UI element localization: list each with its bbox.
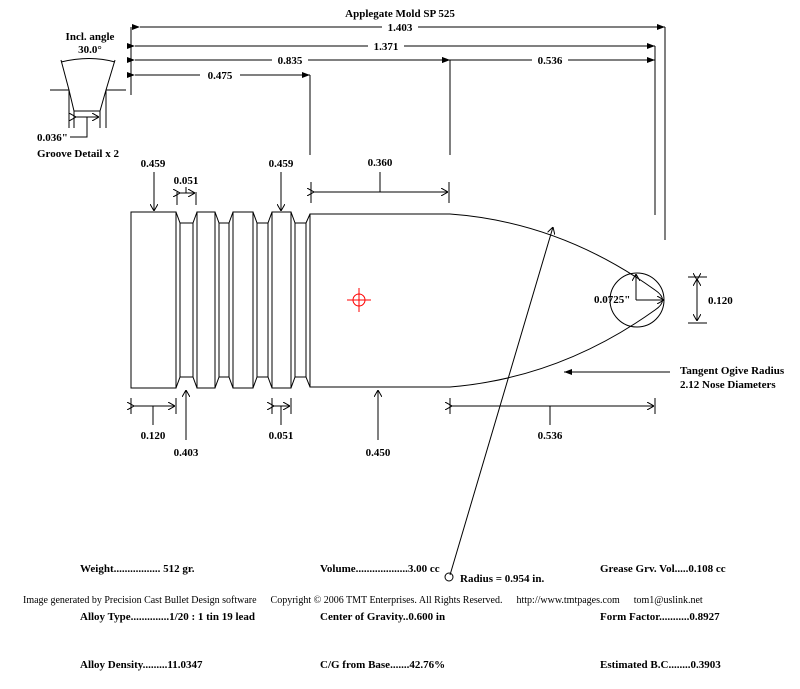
dim-nose-length-bottom: 0.536 <box>538 430 563 442</box>
stats-left: Weight................. 512 gr. Alloy Ty… <box>80 529 255 689</box>
center-of-gravity-crosshair <box>347 288 371 312</box>
stat-center-of-gravity: Center of Gravity..0.600 in <box>320 609 445 625</box>
drawing-title: Applegate Mold SP 525 <box>345 8 455 20</box>
stat-value: 11.0347 <box>167 659 203 671</box>
stat-value: 512 gr. <box>160 563 195 575</box>
stat-cg-from-base: C/G from Base.......42.76% <box>320 657 445 673</box>
stat-label: Estimated B.C........ <box>600 659 691 671</box>
stat-label: Grease Grv. Vol..... <box>600 563 689 575</box>
stat-grease-groove-volume: Grease Grv. Vol.....0.108 cc <box>600 561 726 577</box>
stats-middle: Volume...................3.00 cc Center … <box>320 529 445 689</box>
stat-label: Form Factor........... <box>600 611 690 623</box>
groove-width-label: 0.036" <box>37 132 68 144</box>
ogive-annotation: Tangent Ogive Radius 2.12 Nose Diameters… <box>444 227 785 585</box>
stat-value: 0.600 in <box>408 611 446 623</box>
groove-detail: Incl. angle 30.0° 0.036" Groove Detail x… <box>37 31 126 160</box>
ogive-label-line2: 2.12 Nose Diameters <box>680 379 776 391</box>
dim-0475: 0.475 <box>208 70 233 82</box>
dim-groove-width-top: 0.051 <box>174 175 199 187</box>
lower-dimensions: 0.120 0.403 0.051 0.450 0.536 0.120 <box>131 277 733 459</box>
dim-groove-width-bottom: 0.051 <box>269 430 294 442</box>
bullet-drawing: Applegate Mold SP 525 Incl. angle 30.0° … <box>37 8 785 585</box>
stat-value: 1/20 : 1 tin 19 lead <box>169 611 256 623</box>
stat-label: Weight................. <box>80 563 161 575</box>
ogive-label-line1: Tangent Ogive Radius <box>680 365 785 377</box>
dim-base-length: 0.120 <box>141 430 166 442</box>
dim-nose-dia: 0.450 <box>366 447 391 459</box>
angle-label: Incl. angle <box>66 31 115 43</box>
ogive-center-icon <box>444 572 454 582</box>
stat-alloy-type: Alloy Type..............1/20 : 1 tin 19 … <box>80 609 255 625</box>
footer-email: tom1@uslink.net <box>633 595 703 606</box>
footer-copyright: Copyright © 2006 TMT Enterprises. All Ri… <box>270 595 503 606</box>
stat-form-factor: Form Factor...........0.8927 <box>600 609 726 625</box>
footer-url: http://www.tmtpages.com <box>516 595 620 606</box>
stat-volume: Volume...................3.00 cc <box>320 561 445 577</box>
stat-value: 3.00 cc <box>407 563 440 575</box>
dim-band-dia-left: 0.459 <box>141 158 166 170</box>
dim-0536-top: 0.536 <box>538 55 563 67</box>
dim-body-length: 0.360 <box>368 157 393 169</box>
upper-dimensions: 0.459 0.051 0.459 0.360 <box>141 157 450 211</box>
dim-meplat-radius: 0.0725" <box>594 294 630 306</box>
footer: Image generated by Precision Cast Bullet… <box>18 584 717 606</box>
stat-weight: Weight................. 512 gr. <box>80 561 255 577</box>
stat-alloy-density: Alloy Density.........11.0347 <box>80 657 255 673</box>
stat-value: 0.8927 <box>689 611 720 623</box>
stat-label: Alloy Density......... <box>80 659 168 671</box>
dim-band-dia-right: 0.459 <box>269 158 294 170</box>
ogive-radius-label: Radius = 0.954 in. <box>460 573 544 585</box>
stat-label: Volume................... <box>320 563 408 575</box>
dim-0835: 0.835 <box>278 55 303 67</box>
groove-detail-caption: Groove Detail x 2 <box>37 148 119 160</box>
stat-value: 0.3903 <box>690 659 721 671</box>
dim-meplat-dia: 0.120 <box>708 295 733 307</box>
dim-groove-dia: 0.403 <box>174 447 199 459</box>
footer-generated: Image generated by Precision Cast Bullet… <box>23 595 257 606</box>
stat-label: Center of Gravity.. <box>320 611 409 623</box>
stats-right: Grease Grv. Vol.....0.108 cc Form Factor… <box>600 529 726 689</box>
stat-value: 0.108 cc <box>688 563 726 575</box>
dim-overall: 1.403 <box>388 22 413 34</box>
stat-estimated-bc: Estimated B.C........0.3903 <box>600 657 726 673</box>
dim-1371: 1.371 <box>374 41 399 53</box>
stat-label: Alloy Type.............. <box>80 611 170 623</box>
stat-label: C/G from Base....... <box>320 659 410 671</box>
angle-value: 30.0° <box>78 44 102 56</box>
bullet-outline: 0.0725" <box>130 211 665 389</box>
top-dimensions: 1.403 1.371 0.835 0.536 0.475 <box>127 21 666 240</box>
stat-value: 42.76% <box>409 659 446 671</box>
